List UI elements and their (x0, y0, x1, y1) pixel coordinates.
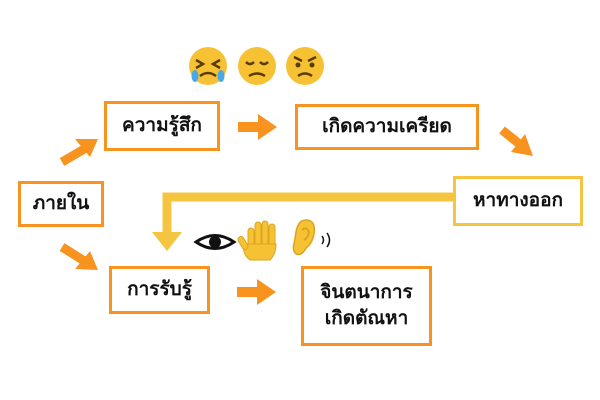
ear-icon (292, 219, 331, 256)
sad-face-icon (238, 47, 276, 85)
node-way-out: หาทางออก (453, 176, 583, 226)
node-imagination: จินตนาการ เกิดตัณหา (301, 266, 432, 346)
hand-icon (237, 220, 277, 261)
node-stress-label: เกิดความเครียด (322, 115, 452, 138)
arrow-inside-to-feeling (59, 139, 98, 166)
angry-face-icon (286, 47, 324, 85)
node-way-out-label: หาทางออก (473, 189, 563, 212)
node-inside: ภายใน (18, 181, 104, 227)
node-imagination-line1: จินตนาการ (320, 281, 413, 304)
node-imagination-line2: เกิดตัณหา (324, 307, 409, 329)
node-feeling: ความรู้สึก (104, 101, 220, 151)
node-feeling-label: ความรู้สึก (122, 114, 202, 137)
arrow-feeling-to-stress (238, 114, 277, 140)
arrow-perception-to-imagination (237, 279, 276, 305)
node-perception: การรับรู้ (109, 266, 210, 314)
node-stress: เกิดความเครียด (295, 104, 479, 150)
node-inside-label: ภายใน (32, 192, 90, 215)
eye-icon (193, 234, 237, 250)
crying-face-icon (189, 47, 227, 85)
node-perception-label: การรับรู้ (127, 278, 192, 301)
arrow-exit-to-perception (152, 192, 453, 251)
arrow-inside-to-perception (59, 243, 98, 270)
arrow-stress-to-exit (499, 126, 533, 156)
